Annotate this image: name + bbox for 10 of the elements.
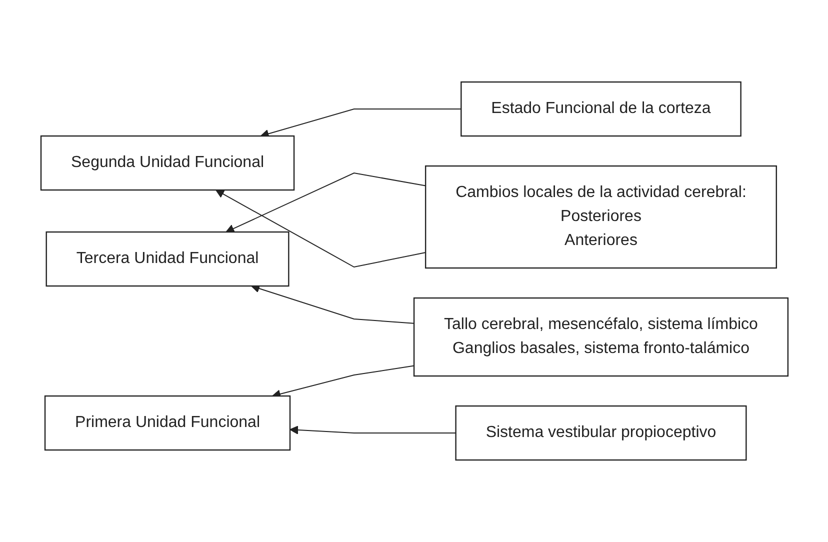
- node-box: Primera Unidad Funcional: [44, 395, 290, 451]
- node-box: Estado Funcional de la corteza: [460, 81, 741, 137]
- arrow: [225, 172, 426, 233]
- node-box: Segunda Unidad Funcional: [40, 135, 294, 191]
- arrow: [289, 426, 456, 434]
- node-box: Sistema vestibular propioceptivo: [454, 405, 746, 461]
- node-box: Tercera Unidad Funcional: [45, 231, 289, 287]
- arrow: [215, 190, 426, 268]
- node-box: Cambios locales de la actividad cerebral: Posteriores Anteriores: [424, 165, 777, 269]
- node-box: Tallo cerebral, mesencéfalo, sistema límbico Ganglios basales, sistema fronto-talámico: [412, 297, 788, 377]
